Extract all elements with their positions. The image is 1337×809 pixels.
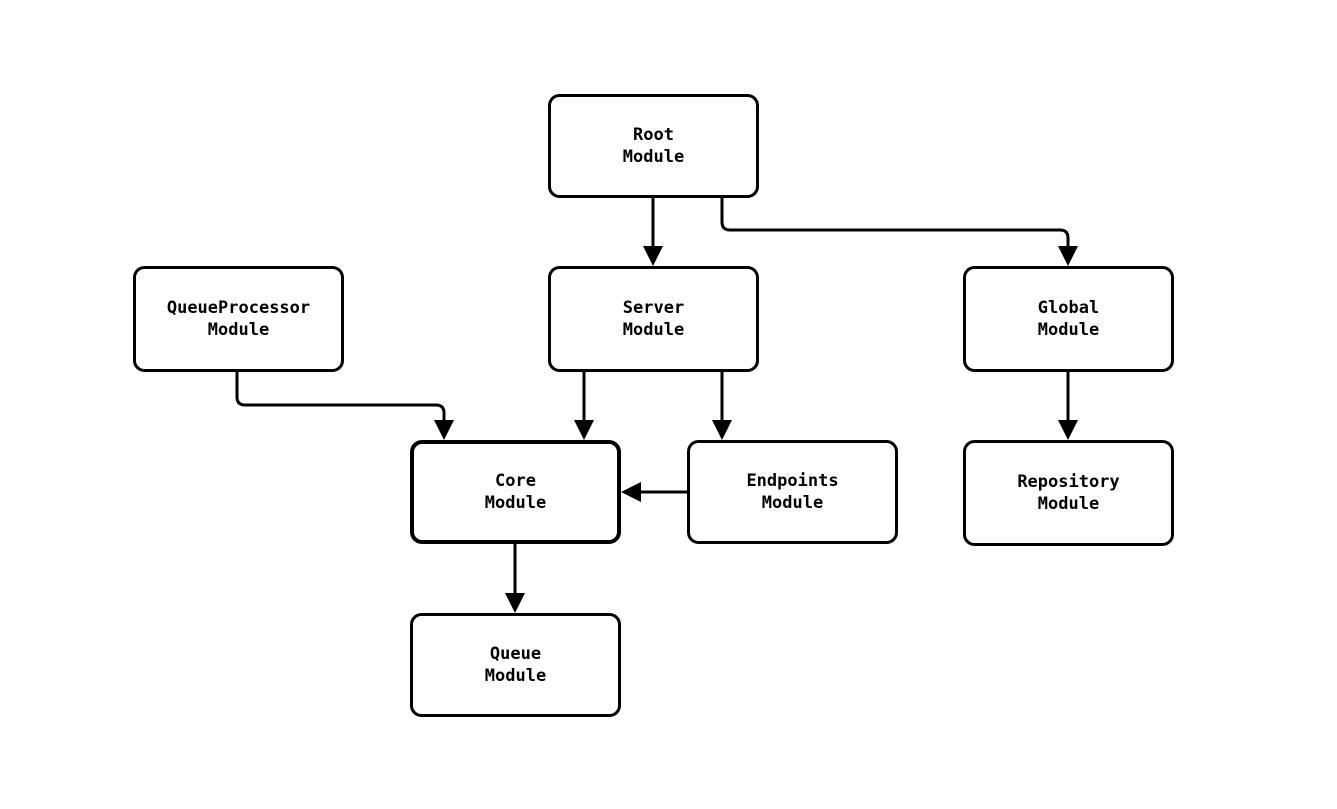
- node-label-line1: Global: [1038, 298, 1099, 318]
- node-label-line2: Module: [1038, 320, 1099, 340]
- node-label-line2: Module: [623, 147, 684, 167]
- node-label-line2: Module: [208, 320, 269, 340]
- edges-layer: [235, 198, 1078, 613]
- node-box[interactable]: [410, 440, 621, 544]
- node-box[interactable]: [687, 440, 898, 544]
- node-label-line2: Module: [485, 666, 546, 686]
- edge-line: [235, 372, 446, 425]
- node-box[interactable]: [548, 94, 759, 198]
- node-label-line2: Module: [1038, 494, 1099, 514]
- edge-line: [720, 198, 1070, 251]
- node-label-line1: Root: [633, 125, 674, 145]
- arrowhead-icon: [574, 420, 594, 440]
- node-box[interactable]: [410, 613, 621, 717]
- node-label-line2: Module: [485, 493, 546, 513]
- arrowhead-icon: [1058, 246, 1078, 266]
- edge-server-to-core: [574, 372, 594, 440]
- node-label-line1: Queue: [490, 644, 541, 664]
- edge-root-to-server: [643, 198, 663, 266]
- node-label-line1: Repository: [1017, 472, 1119, 492]
- node-label-line1: Server: [623, 298, 684, 318]
- node-label-line2: Module: [623, 320, 684, 340]
- node-label-line1: Endpoints: [746, 471, 838, 491]
- edge-core-to-queue: [505, 544, 525, 613]
- arrowhead-icon: [712, 420, 732, 440]
- edge-endpoints-to-core: [621, 482, 687, 502]
- node-box[interactable]: [548, 266, 759, 372]
- node-label-line2: Module: [762, 493, 823, 513]
- node-label-line1: QueueProcessor: [167, 298, 310, 318]
- node-box[interactable]: [963, 440, 1174, 546]
- node-label-line1: Core: [495, 471, 536, 491]
- node-box[interactable]: [133, 266, 344, 372]
- arrowhead-icon: [643, 246, 663, 266]
- arrowhead-icon: [505, 593, 525, 613]
- edge-server-to-endpoints: [712, 372, 732, 440]
- arrowhead-icon: [621, 482, 641, 502]
- edge-global-to-repository: [1058, 372, 1078, 440]
- edge-root-to-global: [720, 198, 1078, 266]
- edge-queueprocessor-to-core: [235, 372, 454, 440]
- arrowhead-icon: [1058, 420, 1078, 440]
- arrowhead-icon: [434, 420, 454, 440]
- node-box[interactable]: [963, 266, 1174, 372]
